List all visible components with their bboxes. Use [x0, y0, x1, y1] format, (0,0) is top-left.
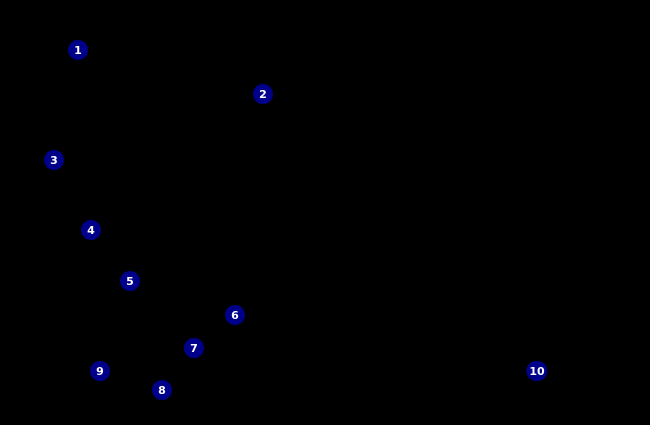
numbered-marker-4[interactable]: 4	[81, 220, 101, 240]
numbered-marker-5[interactable]: 5	[120, 271, 140, 291]
numbered-marker-2[interactable]: 2	[253, 84, 273, 104]
numbered-marker-6[interactable]: 6	[225, 305, 245, 325]
numbered-marker-8[interactable]: 8	[152, 380, 172, 400]
numbered-marker-9[interactable]: 9	[90, 361, 110, 381]
numbered-marker-7[interactable]: 7	[184, 338, 204, 358]
numbered-marker-10[interactable]: 10	[526, 361, 548, 381]
numbered-marker-3[interactable]: 3	[44, 150, 64, 170]
numbered-marker-1[interactable]: 1	[68, 40, 88, 60]
